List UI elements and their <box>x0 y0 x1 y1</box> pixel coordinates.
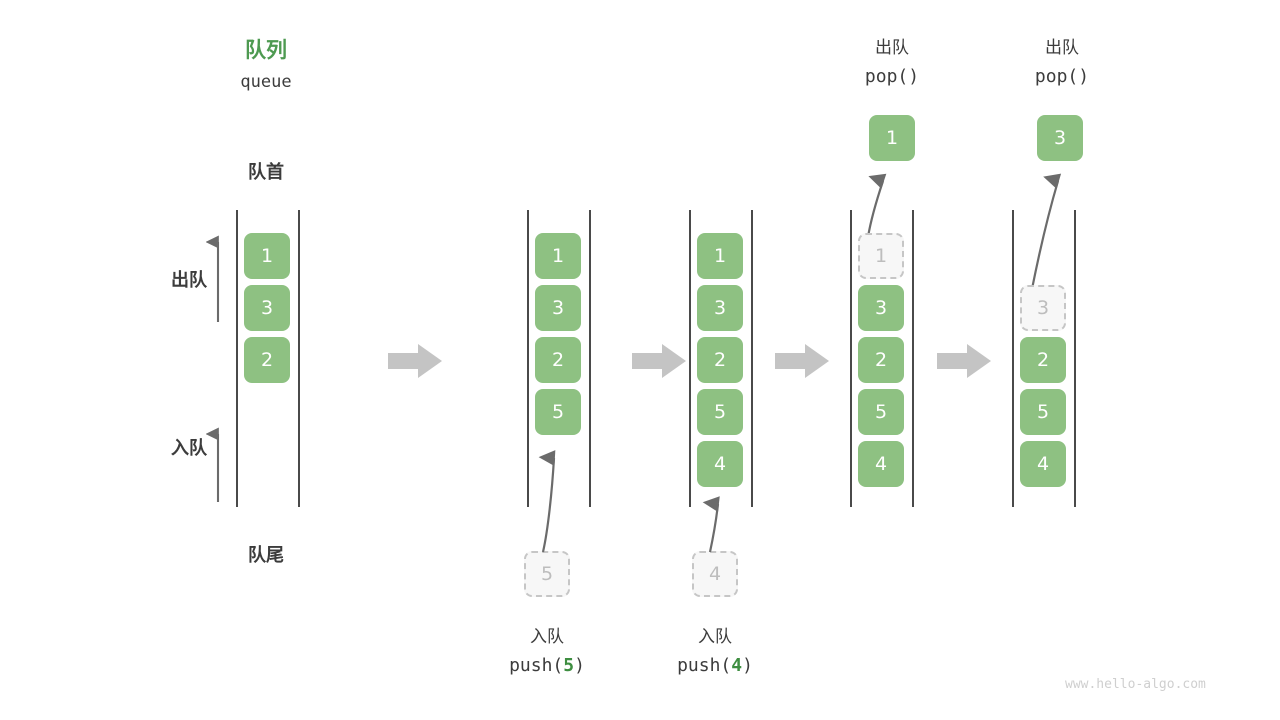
queue-cell: 4 <box>858 441 904 487</box>
dequeue-side-label: 出队 <box>171 270 207 291</box>
queue-cell: 2 <box>697 337 743 383</box>
op-label-cn: 出队 <box>1045 38 1079 58</box>
popped-cell: 1 <box>869 115 915 161</box>
watermark: www.hello-algo.com <box>1065 677 1206 692</box>
op-code-prefix: pop( <box>1034 66 1079 87</box>
flow-arrow-icon <box>937 344 991 378</box>
rail-right <box>589 210 591 507</box>
queue-cell-ghost: 3 <box>1020 285 1066 331</box>
op-label-cn: 入队 <box>530 627 564 647</box>
op-code-suffix: ) <box>742 655 753 676</box>
rail-left <box>689 210 691 507</box>
queue-cell: 5 <box>535 389 581 435</box>
op-code-arg: 5 <box>563 655 575 676</box>
op-code-suffix: ) <box>1078 66 1090 87</box>
queue-cell: 3 <box>858 285 904 331</box>
popped-cell: 3 <box>1037 115 1083 161</box>
rear-label: 队尾 <box>248 545 284 566</box>
rail-right <box>751 210 753 507</box>
queue-cell: 1 <box>244 233 290 279</box>
op-label-cn: 出队 <box>875 38 909 58</box>
op-label-code: pop() <box>812 66 972 87</box>
op-label-cn: 入队 <box>698 627 732 647</box>
pop-arrow-icon <box>1030 173 1062 290</box>
queue-cell: 5 <box>1020 389 1066 435</box>
pop-arrow-icon <box>866 173 887 238</box>
op-label-code: push(5) <box>467 655 627 676</box>
diagram-title-cn: 队列 <box>245 38 287 62</box>
enqueue-side-label: 入队 <box>171 438 207 459</box>
flow-arrow-icon <box>775 344 829 378</box>
rail-right <box>912 210 914 507</box>
rail-left <box>1012 210 1014 507</box>
push-arrow-icon <box>702 496 720 553</box>
op-code-suffix: ) <box>574 655 585 676</box>
queue-cell-ghost: 1 <box>858 233 904 279</box>
op-label-code: pop() <box>982 66 1142 87</box>
queue-cell: 4 <box>697 441 743 487</box>
flow-arrow-icon <box>388 344 442 378</box>
queue-cell: 5 <box>697 389 743 435</box>
queue-cell: 3 <box>535 285 581 331</box>
front-label: 队首 <box>248 162 284 183</box>
enqueue-up-arrow-icon <box>206 427 220 502</box>
op-code-prefix: push( <box>677 655 732 676</box>
incoming-ghost-cell: 5 <box>524 551 570 597</box>
op-code-prefix: pop( <box>864 66 909 87</box>
op-code-arg: 4 <box>731 655 743 676</box>
queue-cell: 1 <box>535 233 581 279</box>
incoming-ghost-cell: 4 <box>692 551 738 597</box>
queue-cell: 2 <box>535 337 581 383</box>
rail-left <box>527 210 529 507</box>
rail-left <box>850 210 852 507</box>
op-label-code: push(4) <box>635 655 795 676</box>
queue-cell: 2 <box>858 337 904 383</box>
flow-arrow-icon <box>632 344 686 378</box>
queue-cell: 3 <box>697 285 743 331</box>
push-arrow-icon <box>538 450 556 553</box>
queue-cell: 3 <box>244 285 290 331</box>
queue-cell: 5 <box>858 389 904 435</box>
rail-right <box>1074 210 1076 507</box>
rail-right <box>298 210 300 507</box>
rail-left <box>236 210 238 507</box>
op-code-suffix: ) <box>908 66 920 87</box>
queue-cell: 4 <box>1020 441 1066 487</box>
queue-cell: 1 <box>697 233 743 279</box>
op-code-prefix: push( <box>509 655 564 676</box>
dequeue-up-arrow-icon <box>206 235 220 322</box>
queue-cell: 2 <box>1020 337 1066 383</box>
queue-cell: 2 <box>244 337 290 383</box>
diagram-title-en: queue <box>240 72 292 92</box>
